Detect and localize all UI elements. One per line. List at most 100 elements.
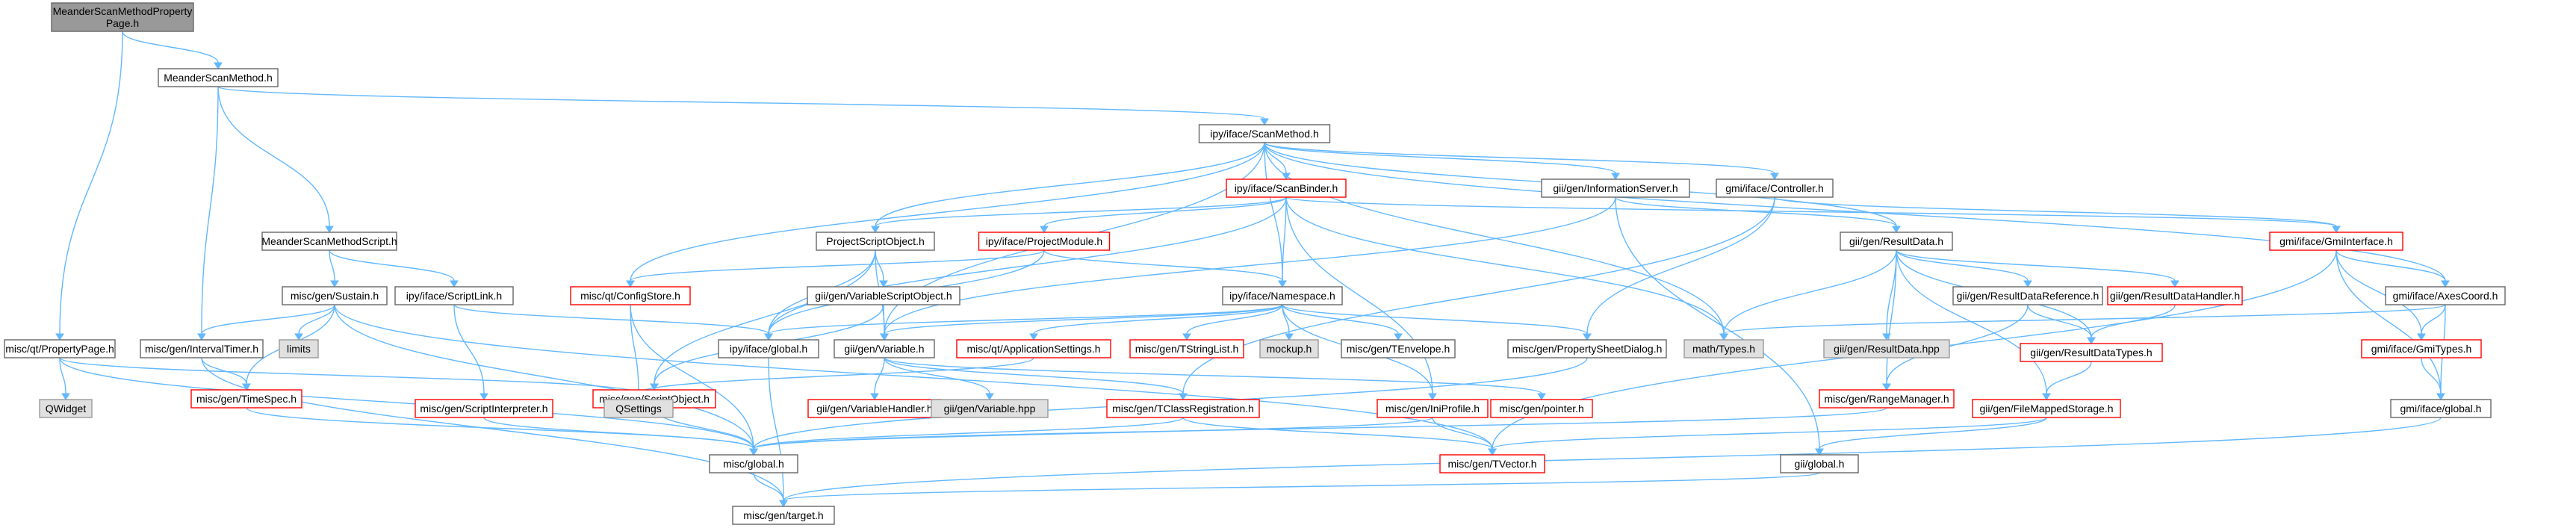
edge-resultdataref-to-rangemanager: [1882, 304, 2029, 391]
node-gmiglobal[interactable]: gmi/iface/global.h: [2390, 399, 2492, 418]
node-box: [603, 399, 674, 418]
node-pointer[interactable]: misc/gen/pointer.h: [1490, 399, 1593, 418]
node-label: ProjectScriptObject.h: [826, 235, 925, 247]
edge-line: [1819, 417, 2047, 450]
node-proppage[interactable]: misc/qt/PropertyPage.h: [4, 339, 116, 358]
node-filemapped[interactable]: gii/gen/FileMappedStorage.h: [1972, 399, 2121, 418]
node-label: gii/gen/ResultDataTypes.h: [2030, 347, 2152, 358]
node-ipyglobal[interactable]: ipy/iface/global.h: [718, 339, 819, 358]
edge-ipyscan-to-configstore: [626, 142, 1265, 288]
node-resultdatahandler[interactable]: gii/gen/ResultDataHandler.h: [2107, 286, 2243, 305]
node-qwidget[interactable]: QWidget: [39, 399, 93, 418]
node-scriptlink[interactable]: ipy/iface/ScriptLink.h: [394, 286, 514, 305]
edge-line: [1043, 249, 1283, 282]
node-tvector[interactable]: misc/gen/TVector.h: [1439, 454, 1545, 473]
node-sustain[interactable]: misc/gen/Sustain.h: [282, 286, 388, 305]
node-intervaltimer[interactable]: misc/gen/IntervalTimer.h: [140, 339, 264, 358]
edge-arrowhead: [479, 393, 488, 400]
edge-line: [753, 417, 1433, 450]
edge-sustain-to-limits: [294, 304, 335, 341]
edge-line: [1285, 196, 2337, 227]
node-giivariable[interactable]: gii/gen/Variable.h: [834, 339, 935, 358]
node-box: [1222, 286, 1343, 305]
edge-line: [1033, 304, 1283, 335]
node-resultdatahpp[interactable]: gii/gen/ResultData.hpp: [1823, 339, 1950, 358]
node-axescoord[interactable]: gmi/iface/AxesCoord.h: [2385, 286, 2506, 305]
node-configstore[interactable]: misc/qt/ConfigStore.h: [570, 286, 691, 305]
node-resultdataref[interactable]: gii/gen/ResultDataReference.h: [1952, 286, 2103, 305]
edge-arrowhead: [1394, 333, 1403, 341]
node-target[interactable]: misc/gen/target.h: [732, 506, 835, 525]
node-propsheetdlg[interactable]: misc/gen/PropertySheetDialog.h: [1507, 339, 1667, 358]
node-scriptinterp[interactable]: misc/gen/ScriptInterpreter.h: [415, 399, 553, 418]
edge-arrowhead: [242, 383, 251, 391]
node-label: gmi/iface/global.h: [2400, 403, 2482, 414]
node-appsettings[interactable]: misc/qt/ApplicationSettings.h: [956, 339, 1111, 358]
node-limits[interactable]: limits: [279, 339, 319, 358]
edge-resultdataref-to-resultdatatypes: [2027, 304, 2096, 344]
node-scanbinder[interactable]: ipy/iface/ScanBinder.h: [1226, 178, 1347, 198]
edge-line: [1774, 196, 2337, 227]
node-mathtypes[interactable]: math/Types.h: [1683, 339, 1764, 358]
node-projmodule[interactable]: ipy/iface/ProjectModule.h: [978, 232, 1111, 251]
edge-line: [2421, 304, 2446, 335]
edge-arrowhead: [2441, 280, 2450, 288]
node-ipyscan[interactable]: ipy/iface/ScanMethod.h: [1198, 124, 1331, 143]
edge-line: [1186, 304, 1283, 335]
node-box: [931, 399, 1049, 418]
node-box: [1972, 399, 2121, 418]
node-infoserver[interactable]: gii/gen/InformationServer.h: [1541, 178, 1690, 198]
node-label: mockup.h: [1267, 343, 1312, 355]
edge-msm-to-ipyscan: [217, 86, 1269, 125]
edge-line: [1264, 142, 1616, 174]
node-label: gii/gen/ResultDataReference.h: [1957, 290, 2099, 302]
node-giiglobal[interactable]: gii/global.h: [1780, 454, 1859, 473]
node-rangemanager[interactable]: misc/gen/RangeManager.h: [1819, 389, 1955, 409]
node-pso[interactable]: ProjectScriptObject.h: [816, 232, 935, 251]
edge-line: [884, 196, 1616, 335]
node-resultdata[interactable]: gii/gen/ResultData.h: [1840, 232, 1953, 251]
node-label: misc/gen/Sustain.h: [291, 290, 379, 302]
edge-scriptlink-to-ipyglobal: [453, 304, 773, 341]
edge-ipyscan-to-infoserver: [1264, 142, 1620, 180]
edge-line: [201, 304, 335, 335]
node-qsettings[interactable]: QSettings: [603, 399, 674, 418]
node-label: misc/gen/ScriptInterpreter.h: [420, 403, 547, 414]
node-tclassreg[interactable]: misc/gen/TClassRegistration.h: [1106, 399, 1260, 418]
edge-pso-to-varscriptobj: [875, 249, 888, 288]
edge-line: [1282, 196, 1287, 282]
edge-arrowhead: [1428, 393, 1437, 400]
edge-giivariable-to-varhandler: [870, 357, 885, 400]
node-box: [140, 339, 264, 358]
node-label: gii/gen/VariableHandler.h: [816, 403, 932, 414]
edge-giivariable-to-pointer: [884, 357, 1546, 400]
node-tenvelope[interactable]: misc/gen/TEnvelope.h: [1341, 339, 1456, 358]
node-resultdatatypes[interactable]: gii/gen/ResultDataTypes.h: [2020, 343, 2163, 362]
node-controller[interactable]: gmi/iface/Controller.h: [1716, 178, 1834, 198]
edge-namespace-to-ipyglobal: [764, 304, 1283, 341]
edge-arrowhead: [1182, 333, 1191, 341]
node-msm[interactable]: MeanderScanMethod.h: [158, 68, 279, 87]
node-timespec[interactable]: misc/gen/TimeSpec.h: [190, 389, 302, 409]
node-mockup[interactable]: mockup.h: [1259, 339, 1319, 358]
node-gmiinterface[interactable]: gmi/iface/GmiInterface.h: [2269, 232, 2403, 251]
node-gmitypes[interactable]: gmi/iface/GmiTypes.h: [2361, 339, 2482, 358]
node-tstringlist[interactable]: misc/gen/TStringList.h: [1129, 339, 1244, 358]
node-namespace[interactable]: ipy/iface/Namespace.h: [1222, 286, 1343, 305]
node-varhandler[interactable]: gii/gen/VariableHandler.h: [807, 399, 942, 418]
edge-arrowhead: [650, 383, 659, 391]
edge-arrowhead: [1892, 226, 1901, 233]
edge-line: [483, 417, 754, 450]
node-label: gii/global.h: [1795, 458, 1845, 470]
node-varscriptobj[interactable]: gii/gen/VariableScriptObject.h: [807, 286, 960, 305]
edge-arrowhead: [871, 226, 880, 233]
edge-tclassreg-to-tvector: [1182, 417, 1497, 456]
edge-arrowhead: [325, 226, 334, 233]
node-miscglobal[interactable]: misc/global.h: [709, 454, 798, 473]
node-msmscript[interactable]: MeanderScanMethodScript.h: [261, 232, 397, 251]
node-label: misc/gen/TClassRegistration.h: [1112, 403, 1254, 414]
node-varhpp[interactable]: gii/gen/Variable.hpp: [931, 399, 1049, 418]
node-iniprofile[interactable]: misc/gen/IniProfile.h: [1377, 399, 1489, 418]
node-label: gii/gen/ResultDataHandler.h: [2110, 290, 2240, 302]
